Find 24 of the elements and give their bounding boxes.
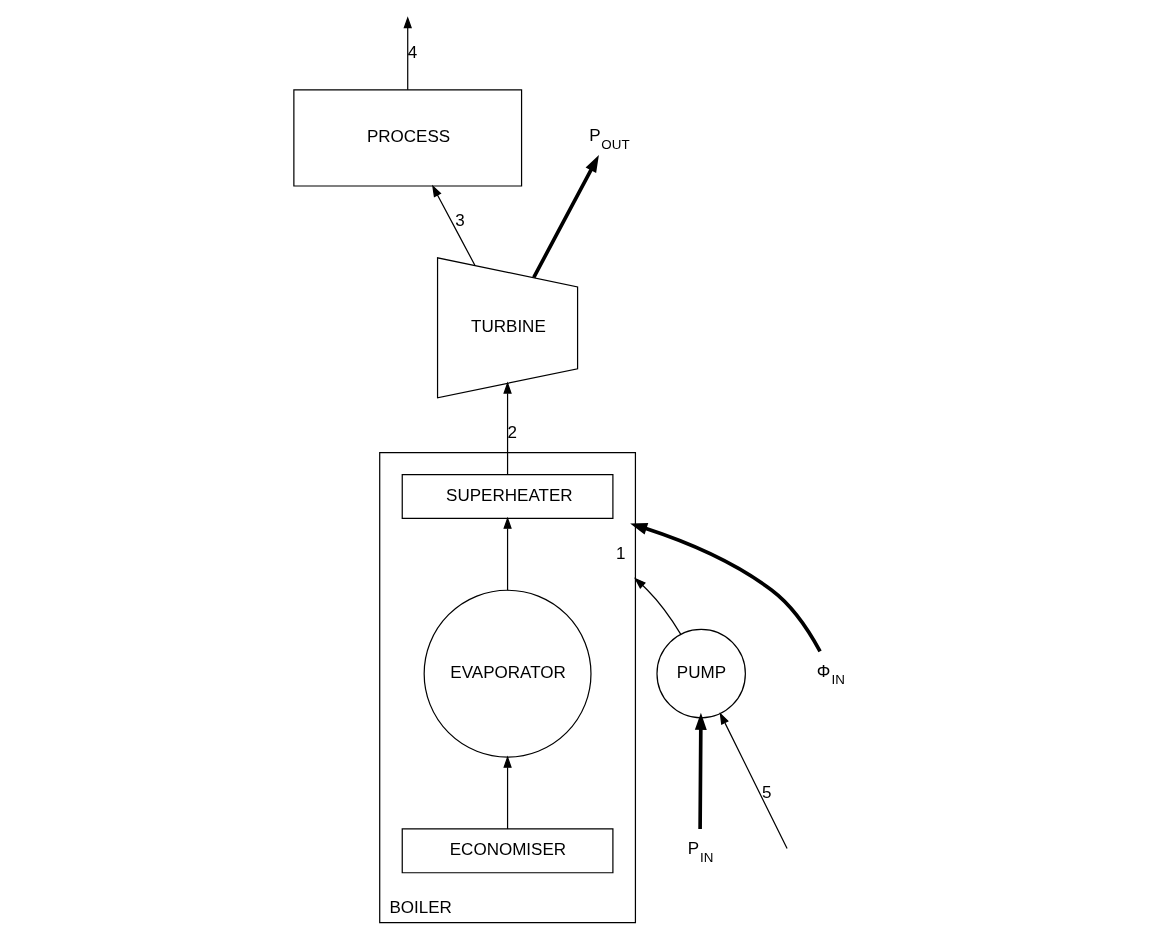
arrow: [531, 155, 599, 279]
arrow: [633, 577, 681, 635]
edge-label: 4: [407, 43, 417, 63]
node-circle: PUMP: [655, 628, 746, 719]
edge-label: 2: [507, 423, 517, 443]
arrow: [719, 712, 788, 850]
node-box: PROCESS: [292, 89, 522, 187]
node-circle: EVAPORATOR: [423, 589, 592, 758]
edge-label: 3: [454, 211, 465, 231]
arrow: [502, 516, 512, 591]
arrow: [431, 184, 475, 266]
edge-label: 1: [615, 543, 625, 563]
node-box: ECONOMISER: [401, 828, 613, 874]
node-text: P$_{OUT}$: [588, 126, 630, 152]
arrow: [502, 755, 512, 830]
arrow: [502, 381, 512, 476]
arrow: [402, 16, 412, 91]
node-text: Φ$_{IN}$: [816, 661, 845, 688]
node-box: SUPERHEATER: [401, 473, 613, 520]
edge-label: 5: [761, 782, 772, 802]
node-text: P$_{IN}$: [687, 839, 713, 865]
node-box: TURBINE: [436, 257, 578, 399]
arrow: [694, 712, 707, 829]
arrow: [629, 523, 822, 653]
